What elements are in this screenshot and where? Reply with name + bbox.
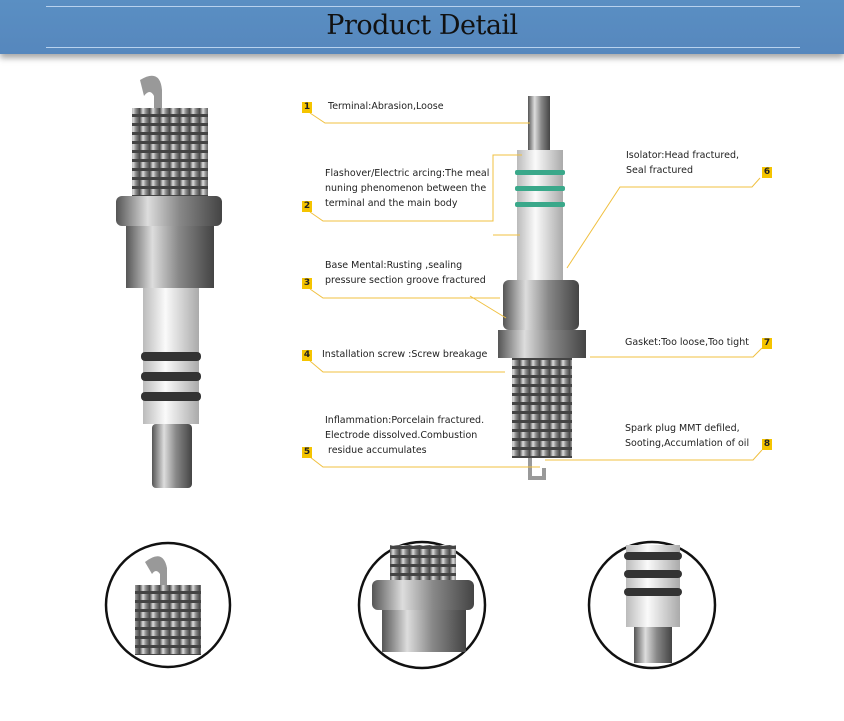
callout-badge-1: 1 xyxy=(302,102,312,113)
callout-badge-2: 2 xyxy=(302,201,312,212)
callout-badge-5: 5 xyxy=(302,447,312,458)
detail-circle-terminal xyxy=(104,541,232,669)
callout-badge-8: 8 xyxy=(762,439,772,450)
callout-1-label: Terminal:Abrasion,Loose xyxy=(328,101,444,112)
banner-rule-bottom xyxy=(46,47,800,48)
spark-plug-photo-left xyxy=(116,75,222,488)
callout-8-label: Spark plug MMT defiled,Sooting,Accumlati… xyxy=(625,423,750,449)
callout-badge-3: 3 xyxy=(302,278,312,289)
callout-7-label: Gasket:Too loose,Too tight xyxy=(625,337,749,348)
callout-leader-lines xyxy=(309,112,763,468)
page-title: Product Detail xyxy=(326,10,518,41)
callout-5-label: Inflammation:Porcelain fractured.Electro… xyxy=(325,415,485,456)
banner-rule-top xyxy=(46,6,800,7)
detail-circle-insulator xyxy=(587,540,717,670)
header-banner: Product Detail xyxy=(0,0,844,54)
callout-badge-6: 6 xyxy=(762,167,772,178)
callout-6-label: Isolator:Head fractured,Seal fractured xyxy=(626,150,739,176)
callout-4-label: Installation screw :Screw breakage xyxy=(322,349,488,360)
detail-circle-hex xyxy=(357,540,487,670)
callout-badge-4: 4 xyxy=(302,350,312,361)
spark-plug-diagram-center xyxy=(498,96,586,480)
callout-badge-7: 7 xyxy=(762,338,772,349)
